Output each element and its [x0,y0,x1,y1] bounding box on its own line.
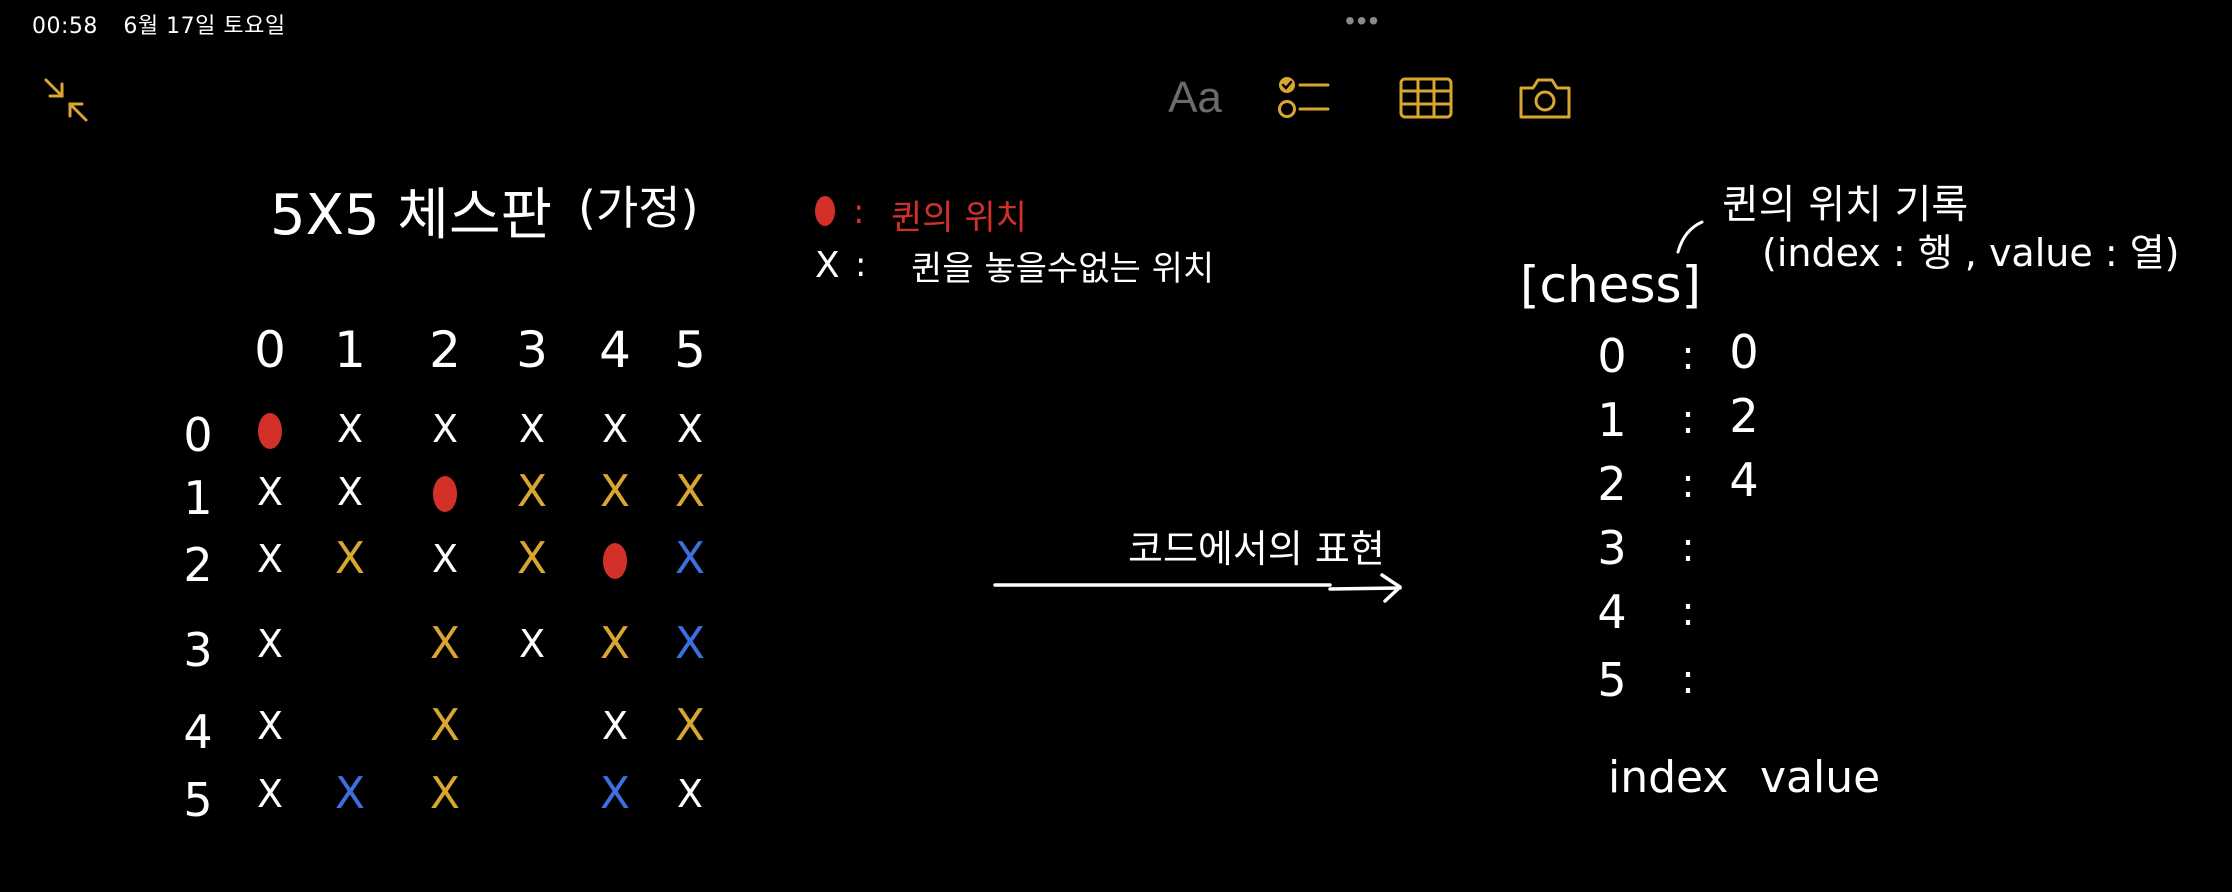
board-blocked-cell: X [256,772,284,816]
board-blocked-cell: X [431,407,459,451]
board-blocked-cell: X [256,537,284,581]
board-col-header: 2 [429,321,461,379]
board-blocked-cell: X [256,622,284,666]
board-blocked-cell: X [599,466,631,517]
board-col-header: 1 [334,321,366,379]
status-time: 00:58 [32,14,98,39]
board-blocked-cell: X [431,537,459,581]
array-value: 0 [1729,325,1759,379]
board-blocked-cell: X [674,533,706,584]
board-blocked-cell: X [676,407,704,451]
array-annotation-detail: (index : 행 , value : 열) [1762,231,2180,275]
text-format-label: Aa [1168,73,1222,122]
text-format-button[interactable]: Aa [1155,68,1235,128]
annotation-pointer [1676,220,1704,254]
collapse-icon[interactable] [36,70,96,130]
array-separator: : [1681,657,1695,703]
board-blocked-cell: X [518,407,546,451]
status-date: 6월 17일 토요일 [123,14,286,39]
array-separator: : [1681,461,1695,507]
array-index: 2 [1597,457,1627,511]
queen-marker [815,196,835,226]
board-blocked-cell: X [518,622,546,666]
board-row-header: 5 [183,773,213,827]
array-separator: : [1681,525,1695,571]
board-row-header: 3 [183,623,213,677]
array-index: 4 [1597,585,1627,639]
board-blocked-cell: X [256,470,284,514]
board-blocked-cell: X [336,407,364,451]
value-label: value [1760,752,1881,803]
legend-symbol: X [815,245,840,286]
board-blocked-cell: X [516,533,548,584]
board-blocked-cell: X [674,618,706,669]
legend-separator: : [853,192,865,232]
array-index: 0 [1597,329,1627,383]
arrow-right-icon [993,573,1402,603]
note-title-suffix: (가정) [578,181,699,235]
array-value: 4 [1729,453,1759,507]
board-blocked-cell: X [676,772,704,816]
array-name: [chess] [1520,256,1702,314]
board-blocked-cell: X [429,768,461,819]
legend-blocked-text: 퀸을 놓을수없는 위치 [911,249,1215,289]
board-row-header: 0 [183,408,213,462]
arrow-label: 코드에서의 표현 [1128,527,1385,571]
board-blocked-cell: X [674,700,706,751]
board-blocked-cell: X [256,704,284,748]
status-bar: 00:58 6월 17일 토요일 [32,8,304,40]
array-separator: : [1681,589,1695,635]
board-blocked-cell: X [429,700,461,751]
array-index: 3 [1597,521,1627,575]
board-blocked-cell: X [599,618,631,669]
array-separator: : [1681,397,1695,443]
board-blocked-cell: X [599,768,631,819]
board-blocked-cell: X [334,533,366,584]
array-index: 5 [1597,653,1627,707]
board-row-header: 2 [183,538,213,592]
board-blocked-cell: X [601,407,629,451]
board-queen [603,543,627,579]
board-blocked-cell: X [516,466,548,517]
table-icon[interactable] [1396,68,1456,128]
note-title: 5X5 체스판 [270,183,552,248]
more-options-icon[interactable]: ••• [1345,5,1381,36]
array-annotation-title: 퀸의 위치 기록 [1722,182,1969,228]
board-blocked-cell: X [429,618,461,669]
camera-icon[interactable] [1515,68,1575,128]
array-separator: : [1681,333,1695,379]
board-col-header: 4 [599,321,631,379]
board-blocked-cell: X [336,470,364,514]
legend-queen-text: 퀸의 위치 [891,198,1027,238]
board-blocked-cell: X [601,704,629,748]
board-row-header: 4 [183,705,213,759]
board-col-header: 0 [254,321,286,379]
board-blocked-cell: X [674,466,706,517]
index-label: index [1608,752,1729,803]
board-col-header: 3 [516,321,548,379]
array-value: 2 [1729,389,1759,443]
legend-separator: : [855,245,867,285]
array-index: 1 [1597,393,1627,447]
board-row-header: 1 [183,471,213,525]
board-queen [258,413,282,449]
board-queen [433,476,457,512]
checklist-icon[interactable] [1275,68,1335,128]
board-blocked-cell: X [334,768,366,819]
board-col-header: 5 [674,321,706,379]
